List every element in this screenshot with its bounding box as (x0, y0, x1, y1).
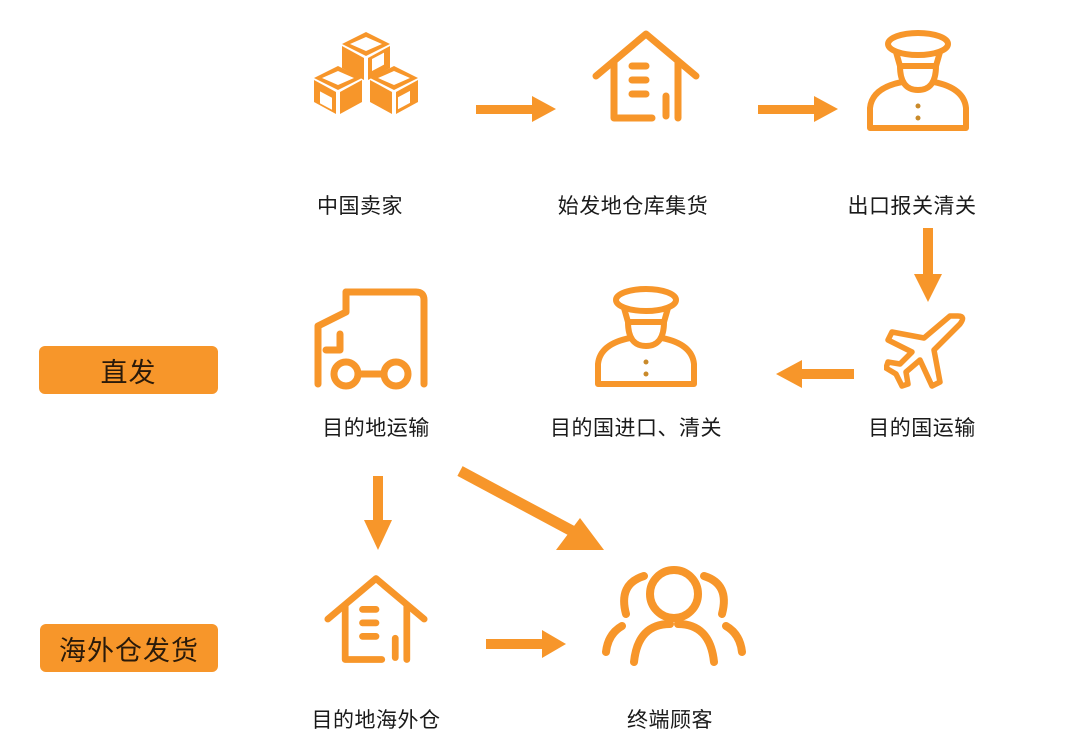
warehouse-icon (592, 30, 700, 124)
node-label-export-customs: 出口报关清关 (847, 194, 977, 218)
node-label-china-seller: 中国卖家 (317, 194, 403, 218)
arrow-down-icon (914, 228, 942, 302)
node-label-destination-transport: 目的地运输 (322, 416, 430, 440)
arrow-right-icon (476, 96, 556, 122)
node-label-end-customer: 终端顾客 (627, 708, 713, 732)
node-label-origin-warehouse: 始发地仓库集货 (557, 194, 709, 218)
arrow-left-icon (776, 360, 854, 388)
node-label-destination-country-transport: 目的国运输 (868, 416, 976, 440)
customers-icon (600, 566, 750, 666)
arrow-right-icon (486, 630, 566, 658)
airplane-icon (884, 312, 966, 390)
boxes-icon (310, 28, 422, 118)
customs-officer-icon (594, 284, 698, 388)
node-label-destination-overseas-warehouse: 目的地海外仓 (311, 708, 441, 732)
arrow-right-icon (758, 96, 838, 122)
badge-direct: 直发 (39, 346, 218, 394)
warehouse-icon (324, 574, 428, 666)
truck-icon (312, 284, 430, 392)
badge-overseas-warehouse: 海外仓发货 (40, 624, 218, 672)
node-label-destination-import-customs: 目的国进口、清关 (550, 416, 722, 440)
customs-officer-icon (866, 28, 970, 132)
arrow-diagonal-icon (456, 466, 606, 552)
arrow-down-icon (364, 476, 392, 550)
